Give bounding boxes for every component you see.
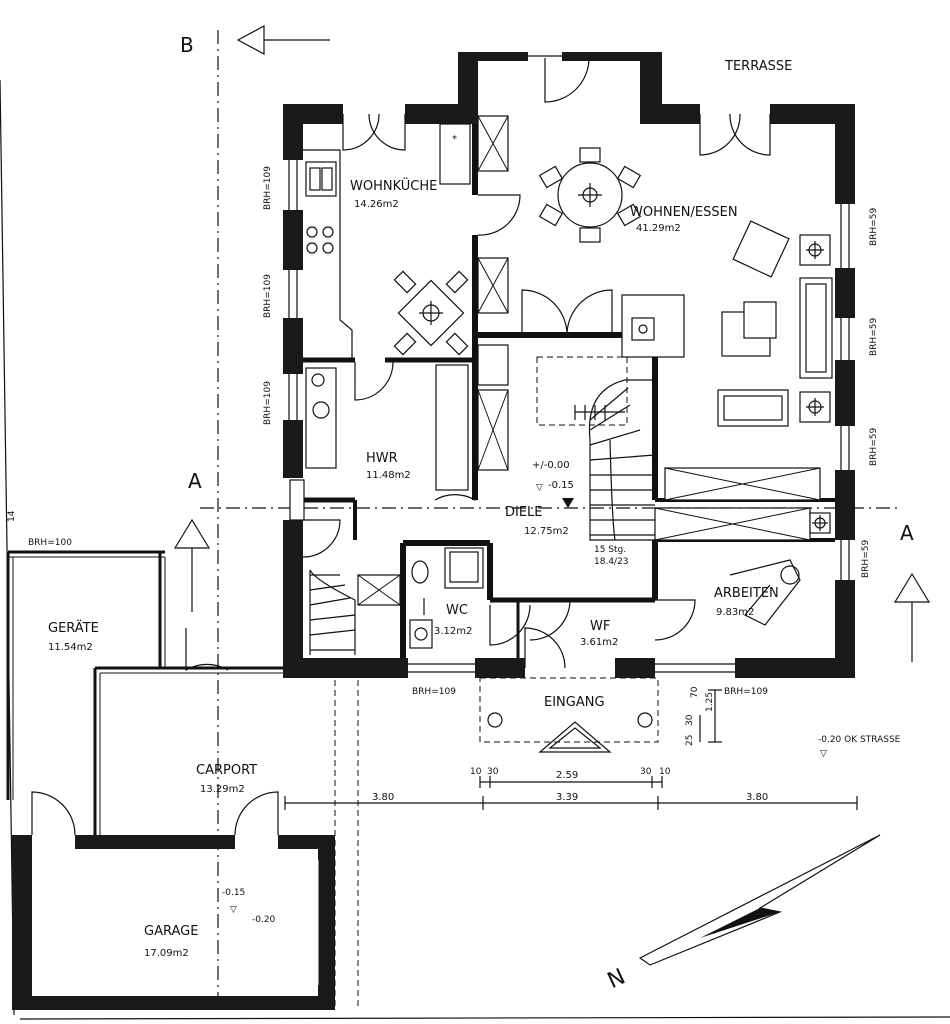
level-garage-2: -0.20 [252,915,276,925]
brh-label-left-3: BRH=109 [263,381,273,425]
windows [288,55,850,673]
stairs-count: 15 Stg. [594,545,626,555]
room-name-eingang: EINGANG [544,695,605,710]
room-name-hwr: HWR [366,451,398,466]
north-arrow [638,834,881,966]
dimension-right-small-b: 10 [659,767,671,777]
room-area-diele: 12.75m2 [524,526,569,537]
room-name-arbeiten: ARBEITEN [714,586,779,601]
property-line-left [0,79,15,1016]
dining-table [538,147,642,243]
dimension-vert-d: 30 [685,714,695,726]
level-marker-diele [562,498,574,508]
desk-area [729,559,801,626]
main-staircase [536,356,656,541]
section-a-right-label: A [900,521,914,545]
room-area-wohnkueche: 14.26m2 [354,199,399,210]
hwr-fixtures [289,364,469,521]
room-name-terrasse: TERRASSE [724,59,792,74]
level-diele-step: -0.15 [548,480,574,491]
dimension-vert-a: 70 [690,686,700,698]
level-street: -0.20 OK STRASSE [818,735,901,745]
room-name-diele: DIELE [505,505,543,520]
level-triangle-1: ▽ [536,483,543,493]
brh-label-left-1: BRH=109 [263,166,273,210]
level-triangle-street: ▽ [820,749,827,759]
entrance-step [479,677,659,753]
room-area-garage: 17.09m2 [144,948,189,959]
brh-label-right-4: BRH=59 [861,540,871,578]
section-b-label: B [180,33,194,57]
garage-walls [12,835,335,1010]
cellar-staircase [309,569,401,655]
dimension-vert-c: 25 [685,735,695,746]
built-in-cabinets [477,115,821,541]
dimension-left-small-a: 10 [470,767,482,777]
section-marker-a-left: A [173,469,211,612]
dimension-entrance-width: 2.59 [556,770,578,781]
room-name-wohnkueche: WOHNKÜCHE [350,177,437,194]
room-name-carport: CARPORT [196,763,257,778]
stairs-ratio: 18.4/23 [594,557,629,567]
svg-text:*: * [452,134,457,145]
kitchen-counter: * [303,123,471,360]
section-a-left-label: A [188,469,202,493]
window-bay-marker [809,512,831,534]
brh-label-left-2: BRH=109 [263,274,273,318]
dimension-vert-b: 1.25 [705,692,715,712]
room-area-carport: 13.29m2 [200,784,245,795]
room-area-arbeiten: 9.83m2 [716,607,754,618]
room-name-geraete: GERÄTE [48,620,99,636]
dimension-right-small-a: 30 [640,767,652,777]
wc-fixtures [409,547,484,649]
property-line-bottom [19,1016,950,1020]
living-furniture [717,220,833,427]
room-name-wf: WF [590,619,610,634]
kitchen-dining-table [393,270,469,356]
brh-label-right-3: BRH=59 [869,428,879,466]
north-letter: N [604,964,629,994]
dimension-chain [284,689,858,810]
fireplace [621,294,685,358]
room-name-wc: WC [446,603,468,618]
section-marker-a-right: A [893,521,931,662]
dimension-right-span: 3.80 [746,792,768,803]
room-area-geraete: 11.54m2 [48,642,93,653]
room-area-wc: 3.12m2 [434,626,472,637]
brh-label-right-2: BRH=59 [869,318,879,356]
level-garage-1: -0.15 [222,888,245,898]
doors [31,57,771,836]
section-marker-b: B [180,24,330,57]
dimension-left-span: 3.80 [372,792,394,803]
room-area-hwr: 11.48m2 [366,470,411,481]
dimension-left-small-b: 30 [487,767,499,777]
exterior-walls [283,52,855,678]
brh-label-geraete: BRH=100 [28,538,72,548]
room-area-wf: 3.61m2 [580,637,618,648]
dimension-edge-mark: 14 [7,510,17,522]
brh-label-front-left: BRH=109 [412,687,456,697]
room-name-garage: GARAGE [144,924,198,939]
room-name-wohnen-essen: WOHNEN/ESSEN [630,205,738,220]
level-diele-main: +/-0.00 [532,460,570,471]
geraete-walls [6,550,283,835]
level-triangle-garage: ▽ [230,905,237,915]
room-area-wohnen-essen: 41.29m2 [636,223,681,234]
brh-label-front-right: BRH=109 [724,687,768,697]
brh-label-right-1: BRH=59 [869,208,879,246]
dimension-mid-span: 3.39 [556,792,578,803]
